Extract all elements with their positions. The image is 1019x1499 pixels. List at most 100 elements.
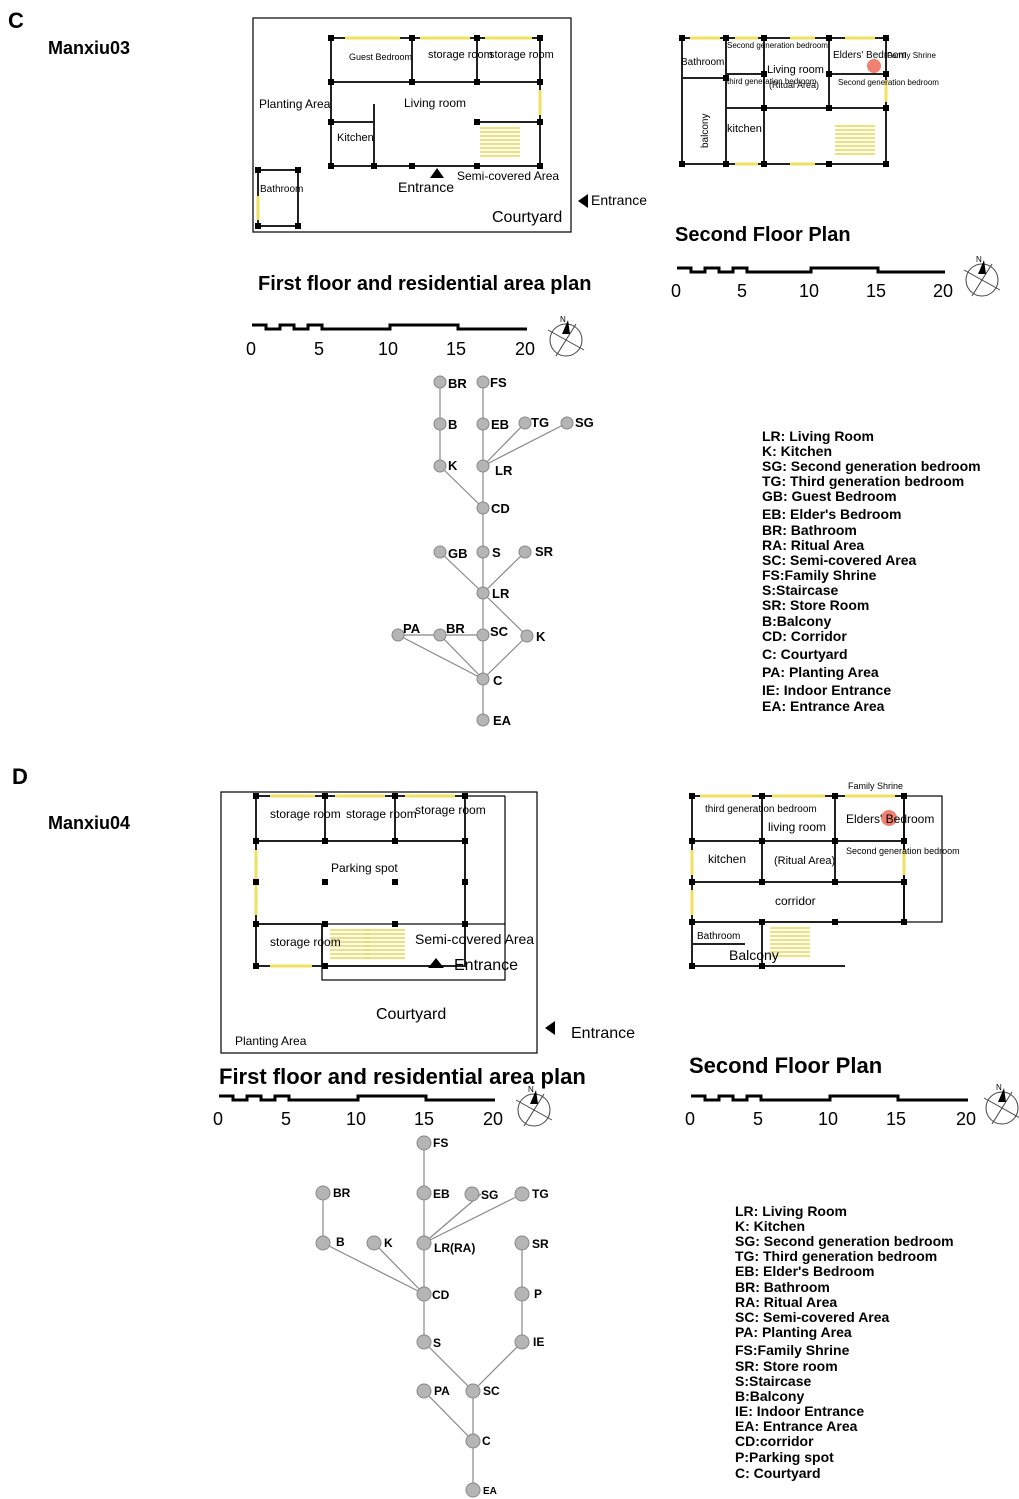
node-label-c: C (493, 673, 503, 688)
legend-item: PA: Planting Area (762, 664, 879, 680)
node-label-eb: EB (491, 417, 509, 432)
panel-letter-c: C (8, 8, 24, 33)
scale-tick-c1-15: 15 (446, 339, 466, 359)
scale-tick-c2-5: 5 (737, 281, 747, 301)
node-label-k-d: K (384, 1236, 393, 1250)
node-label-sr-d: SR (532, 1237, 549, 1251)
site-name-c: Manxiu03 (48, 38, 130, 58)
node-label-c-d: C (482, 1434, 491, 1448)
legend-item: SC: Semi-covered Area (762, 552, 917, 568)
node-label-eb-d: EB (433, 1187, 450, 1201)
node-label-br2: BR (446, 621, 465, 636)
legend-item: LR: Living Room (762, 428, 874, 444)
scale-tick-c1-5: 5 (314, 339, 324, 359)
legend-item: C: Courtyard (735, 1465, 821, 1481)
room-living-c: Living room (404, 96, 466, 110)
entrance-label-c-2: Entrance (591, 192, 647, 208)
node-label-k2: K (536, 629, 546, 644)
room-storage-c-1: storage room (428, 49, 493, 61)
room-third-gen-d2: third generation bedroom (705, 804, 817, 815)
room-bathroom-d2: Bathroom (697, 931, 740, 942)
north-arrow-icon (983, 1087, 1019, 1125)
legend-item: PA: Planting Area (735, 1324, 852, 1340)
node-label-sc: SC (490, 624, 509, 639)
scale-tick-d1-0: 0 (213, 1109, 223, 1129)
legend-item: SG: Second generation bedroom (735, 1233, 954, 1249)
room-semi-covered-d: Semi-covered Area (415, 931, 534, 947)
room-courtyard-d: Courtyard (376, 1006, 446, 1023)
legend-item: EA: Entrance Area (762, 698, 885, 714)
caption-first-floor-d: First floor and residential area plan (219, 1064, 586, 1089)
access-graph-d (315, 1135, 530, 1498)
node-label-s-d: S (433, 1336, 441, 1350)
room-storage-d-3: storage room (415, 803, 486, 817)
scale-tick-c2-0: 0 (671, 281, 681, 301)
legend-item: TG: Third generation bedroom (762, 473, 964, 489)
room-ritual-d2: (Ritual Area) (774, 855, 835, 867)
node-label-tg: TG (531, 415, 549, 430)
legend-item: SR: Store room (735, 1358, 838, 1374)
entrance-label-d-2: Entrance (571, 1025, 635, 1042)
scale-bar-d1 (219, 1094, 495, 1102)
legend-c: LR: Living Room K: Kitchen SG: Second ge… (762, 428, 981, 714)
legend-item: BR: Bathroom (762, 522, 857, 538)
scale-bar-d2 (691, 1094, 968, 1102)
room-planting-c: Planting Area (259, 97, 331, 111)
legend-item: IE: Indoor Entrance (735, 1403, 864, 1419)
first-floor-plan-c (252, 17, 588, 233)
legend-item: CD:corridor (735, 1433, 814, 1449)
family-shrine-marker (881, 810, 897, 826)
room-ritual-c2: (Ritual Area) (769, 80, 819, 90)
entrance-label-d-1: Entrance (454, 957, 518, 974)
legend-item: FS:Family Shrine (762, 567, 877, 583)
legend-item: TG: Third generation bedroom (735, 1248, 937, 1264)
node-label-lrra-d: LR(RA) (434, 1241, 475, 1255)
site-name-d: Manxiu04 (48, 813, 130, 833)
room-living-c2: Living room (767, 64, 824, 76)
room-planting-d: Planting Area (235, 1034, 307, 1048)
node-label-ea-d: EA (483, 1486, 497, 1497)
room-storage-d-2: storage room (346, 807, 417, 821)
room-second-gen-c2a: Second generation bedroom (727, 41, 828, 50)
node-label-sg-d: SG (481, 1188, 498, 1202)
legend-item: EA: Entrance Area (735, 1418, 858, 1434)
room-parking-d: Parking spot (331, 861, 398, 875)
room-storage-c-2: storage room (489, 49, 554, 61)
scale-tick-c1-10: 10 (378, 339, 398, 359)
scale-bar-c1 (252, 323, 527, 331)
second-floor-plan-d (689, 793, 943, 969)
node-label-lr2: LR (492, 586, 510, 601)
legend-item: SC: Semi-covered Area (735, 1309, 890, 1325)
north-arrow-icon (547, 319, 585, 357)
node-label-sr: SR (535, 544, 554, 559)
legend-item: FS:Family Shrine (735, 1342, 850, 1358)
legend-item: B:Balcony (762, 613, 831, 629)
room-kitchen-c2: kitchen (727, 123, 762, 135)
legend-item: C: Courtyard (762, 646, 848, 662)
caption-second-floor-c: Second Floor Plan (675, 224, 851, 246)
node-label-pa: PA (403, 621, 421, 636)
node-label-b: B (448, 417, 457, 432)
legend-item: RA: Ritual Area (735, 1294, 837, 1310)
legend-item: K: Kitchen (735, 1218, 805, 1234)
room-kitchen-d2: kitchen (708, 852, 746, 866)
scale-bar-c2 (677, 266, 945, 274)
room-balcony-c2: balcony (700, 114, 711, 148)
legend-item: EB: Elder's Bedroom (762, 506, 901, 522)
node-label-k: K (448, 458, 458, 473)
node-label-gb: GB (448, 546, 468, 561)
room-living-d2: living room (768, 820, 826, 834)
room-storage-d-4: storage room (270, 935, 341, 949)
north-label-c2: N (976, 255, 982, 264)
legend-item: K: Kitchen (762, 443, 832, 459)
north-label-c1: N (560, 315, 566, 324)
north-label-d2: N (996, 1083, 1002, 1092)
room-guest-bedroom-c: Guest Bedroom (349, 52, 412, 62)
legend-item: RA: Ritual Area (762, 537, 864, 553)
node-label-ea: EA (493, 713, 512, 728)
room-second-gen-c2b: Second generation bedroom (838, 78, 939, 87)
access-graph-c (391, 375, 574, 727)
scale-tick-d2-10: 10 (818, 1109, 838, 1129)
legend-item: P:Parking spot (735, 1449, 834, 1465)
